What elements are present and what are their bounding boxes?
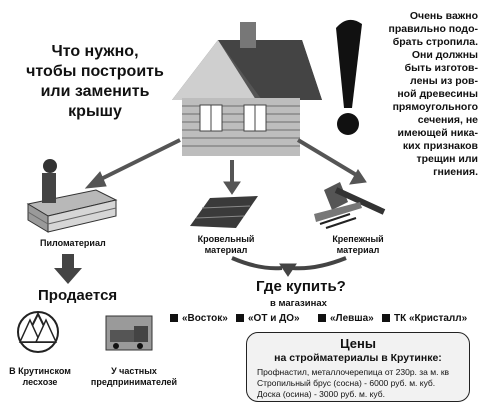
price-line: Стропильный брус (сосна) - 6000 руб. м. …	[257, 378, 436, 388]
roofing-illustration	[190, 196, 258, 228]
warning-line: ной древесины	[397, 88, 478, 100]
forestry-source-line: В Крутинском	[9, 366, 71, 376]
lumber-label: Пиломатериал	[40, 238, 106, 248]
warning-line: имеющей ника-	[397, 127, 479, 139]
private-sellers-source: У частных предпринимателей	[84, 366, 184, 388]
warning-line: ких признаков	[402, 140, 478, 152]
lumber-illustration	[26, 159, 118, 233]
store-list: «Восток» «ОТ и ДО» «Левша» ТК «Кристалл»	[170, 313, 476, 327]
warning-line: Очень важно	[409, 10, 478, 22]
warning-line: прямоугольного	[392, 101, 478, 113]
headline-line: крышу	[68, 103, 122, 120]
warning-line: правильно подо-	[388, 23, 479, 35]
warning-line: брать стропила.	[392, 36, 478, 48]
prices-title: Цены	[340, 336, 376, 351]
store-name: «ОТ и ДО»	[248, 313, 300, 324]
fastening-label: Крепежный материал	[318, 234, 398, 256]
sold-title: Продается	[38, 287, 118, 304]
roofing-label: Кровельный материал	[186, 234, 266, 256]
square-bullet-icon	[236, 314, 244, 322]
where-subtitle: в магазинах	[270, 298, 327, 309]
store-item: «ОТ и ДО»	[236, 313, 300, 324]
prices-subtitle: на стройматериалы в Крутинке:	[274, 352, 442, 364]
warning-text: Очень важно правильно подо- брать стропи…	[370, 10, 479, 179]
square-bullet-icon	[382, 314, 390, 322]
square-bullet-icon	[170, 314, 178, 322]
log-house-illustration	[172, 22, 322, 156]
price-line: Профнастил, металлочерепица от 230р. за …	[257, 367, 450, 377]
warning-line: трещин или	[416, 153, 478, 165]
warning-line: гниения.	[433, 166, 478, 178]
store-name: ТК «Кристалл»	[394, 313, 468, 324]
headline: Что нужно, чтобы построить или заменить …	[20, 42, 170, 122]
down-arrow-icon	[54, 254, 82, 284]
prices-box: Цены на стройматериалы в Крутинке: Профн…	[246, 332, 470, 402]
warning-line: Они должны	[411, 49, 478, 61]
warning-line: быть изготов-	[404, 62, 478, 74]
square-bullet-icon	[318, 314, 326, 322]
forestry-source-line: лесхозе	[22, 377, 58, 387]
exclamation-icon	[336, 19, 362, 135]
private-sellers-line: предпринимателей	[90, 377, 178, 387]
converge-arrows	[231, 256, 347, 277]
truck-photo	[105, 315, 153, 351]
fastening-label-line: Крепежный	[332, 234, 384, 244]
hammer-nails-illustration	[314, 182, 386, 229]
headline-line: Что нужно,	[51, 43, 139, 60]
private-sellers-line: У частных	[111, 366, 157, 376]
store-item: «Левша»	[318, 313, 374, 324]
headline-line: чтобы построить	[26, 63, 164, 80]
forestry-source: В Крутинском лесхозе	[2, 366, 78, 388]
fastening-label-line: материал	[336, 245, 380, 255]
roofing-label-line: Кровельный	[197, 234, 255, 244]
store-name: «Левша»	[330, 313, 374, 324]
forestry-emblem-icon	[17, 311, 59, 353]
store-item: «Восток»	[170, 313, 228, 324]
where-title: Где купить?	[256, 278, 346, 295]
price-line: Доска (осина) - 3000 руб. м. куб.	[257, 389, 385, 399]
store-name: «Восток»	[182, 313, 228, 324]
warning-line: лены из ров-	[410, 75, 478, 87]
warning-line: сечения, не	[417, 114, 478, 126]
flow-arrows	[84, 138, 367, 195]
headline-line: или заменить	[40, 83, 150, 100]
store-item: ТК «Кристалл»	[382, 313, 467, 324]
roofing-label-line: материал	[204, 245, 248, 255]
